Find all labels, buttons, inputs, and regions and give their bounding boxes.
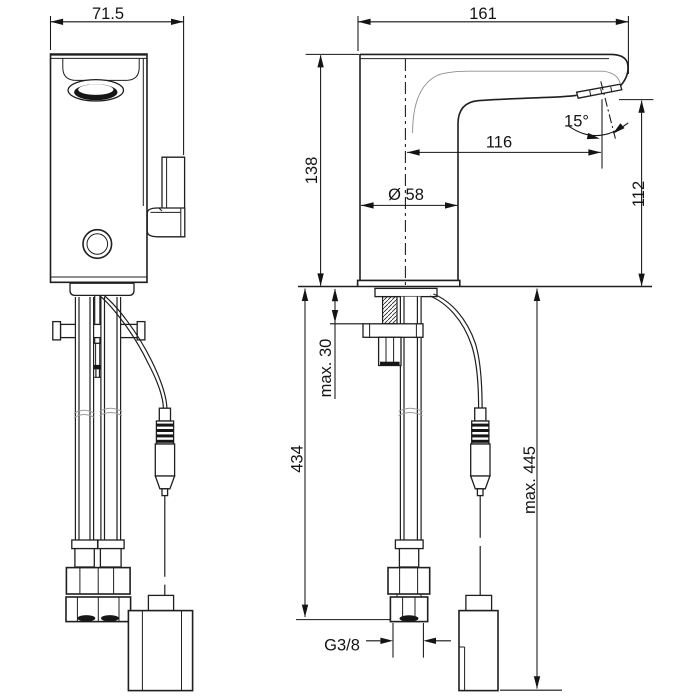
side-view: 161 138 116 15° Ø 58 [288,5,654,692]
below-deck-side [330,287,499,692]
dim-label-outlet-height: 112 [630,181,648,207]
dim-total-depth: 161 [357,5,629,74]
dim-label-front-width: 71.5 [92,5,124,23]
sensor-cable-side [429,293,483,409]
outlet-axis-centerline [600,81,616,139]
supply-hose-side [398,296,423,540]
dim-label-spout-reach: 116 [486,134,512,152]
dim-label-total-depth: 161 [469,5,497,23]
sensor-cable-front [99,294,168,409]
aerator [575,83,623,99]
dim-outlet-height: 112 [619,99,654,287]
dim-outlet-angle: 15° [564,112,629,140]
sensor-window [82,228,113,260]
outlet-front [67,78,125,102]
dim-spout-reach: 116 [407,134,601,156]
dim-label-body-height: 138 [303,157,321,185]
dim-body-height: 138 [303,53,359,286]
supply-hoses-front [73,297,123,540]
dim-front-width: 71.5 [49,5,185,155]
dim-label-outlet-angle: 15° [564,112,589,130]
cable-connector-side [469,407,491,596]
battery-box-front [127,594,194,692]
locking-nut-side [377,336,402,367]
dim-max-cable-length: max. 445 [500,288,562,691]
mounting-bracket-front [52,320,146,341]
dim-label-max-cable-length: max. 445 [521,446,539,514]
underdeck-flange [374,287,438,298]
dim-base-diameter: Ø 58 [361,186,458,209]
battery-box-side [458,594,499,692]
dim-label-base-diameter: Ø 58 [388,186,424,204]
spout-inner-contour [412,70,621,134]
dim-label-max-deck-thickness: max. 30 [317,339,335,398]
hose-connector-side [387,539,431,623]
dim-max-deck-thickness: max. 30 [317,288,339,399]
front-view: 71.5 [49,5,194,692]
threaded-shank [382,296,398,325]
dim-label-hose-length: 434 [288,445,306,473]
faucet-body-front [49,53,148,284]
dim-label-supply-thread: G3/8 [324,636,360,654]
mounting-plate-side [330,323,424,338]
dim-hose-length: 434 [288,288,390,621]
cable-connector-front [154,407,176,596]
base-flange-front [69,282,135,297]
hose-connectors-front [65,539,132,623]
temperature-handle-front [146,156,186,238]
faucet-body-side [356,53,629,287]
dim-supply-thread: G3/8 [324,623,451,658]
